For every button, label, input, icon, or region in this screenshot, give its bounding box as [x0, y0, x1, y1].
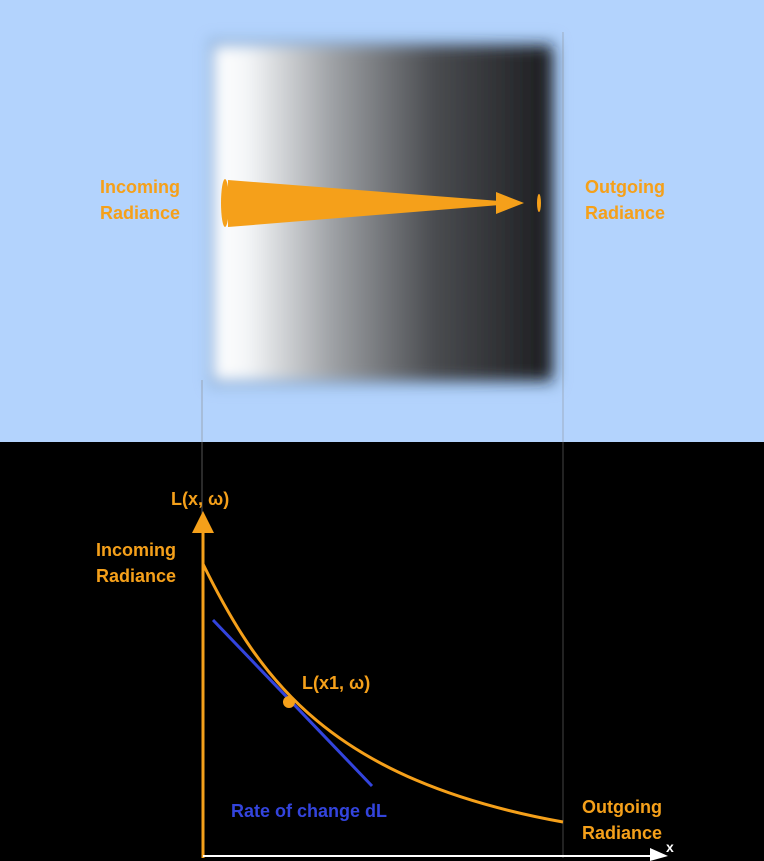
x-axis-label: x	[666, 839, 674, 855]
graph-incoming-line2: Radiance	[96, 566, 177, 586]
radiance-decay-curve	[201, 563, 564, 824]
top-outgoing-line2: Radiance	[585, 203, 666, 223]
graph-incoming-line1: Incoming	[96, 540, 176, 560]
graph-outgoing-line2: Radiance	[582, 823, 663, 843]
y-axis-label: L(x, ω)	[171, 489, 230, 509]
top-outgoing-radiance-label: Outgoing Radiance	[585, 174, 665, 226]
top-incoming-radiance-label: Incoming Radiance	[100, 174, 180, 226]
radiance-graph-panel	[0, 442, 764, 861]
tangent-label: Rate of change dL	[231, 801, 388, 821]
graph-incoming-radiance-label: Incoming Radiance	[96, 537, 176, 589]
light-beam-arrow-icon	[221, 179, 541, 227]
curve-point	[283, 696, 295, 708]
top-incoming-line2: Radiance	[100, 203, 181, 223]
top-outgoing-line1: Outgoing	[585, 177, 665, 197]
arrow-right-icon	[650, 848, 668, 861]
point-label: L(x1, ω)	[302, 673, 371, 693]
arrow-up-icon	[192, 511, 214, 533]
graph-outgoing-line1: Outgoing	[582, 797, 662, 817]
top-incoming-line1: Incoming	[100, 177, 180, 197]
graph-outgoing-radiance-label: Outgoing Radiance	[582, 794, 662, 846]
